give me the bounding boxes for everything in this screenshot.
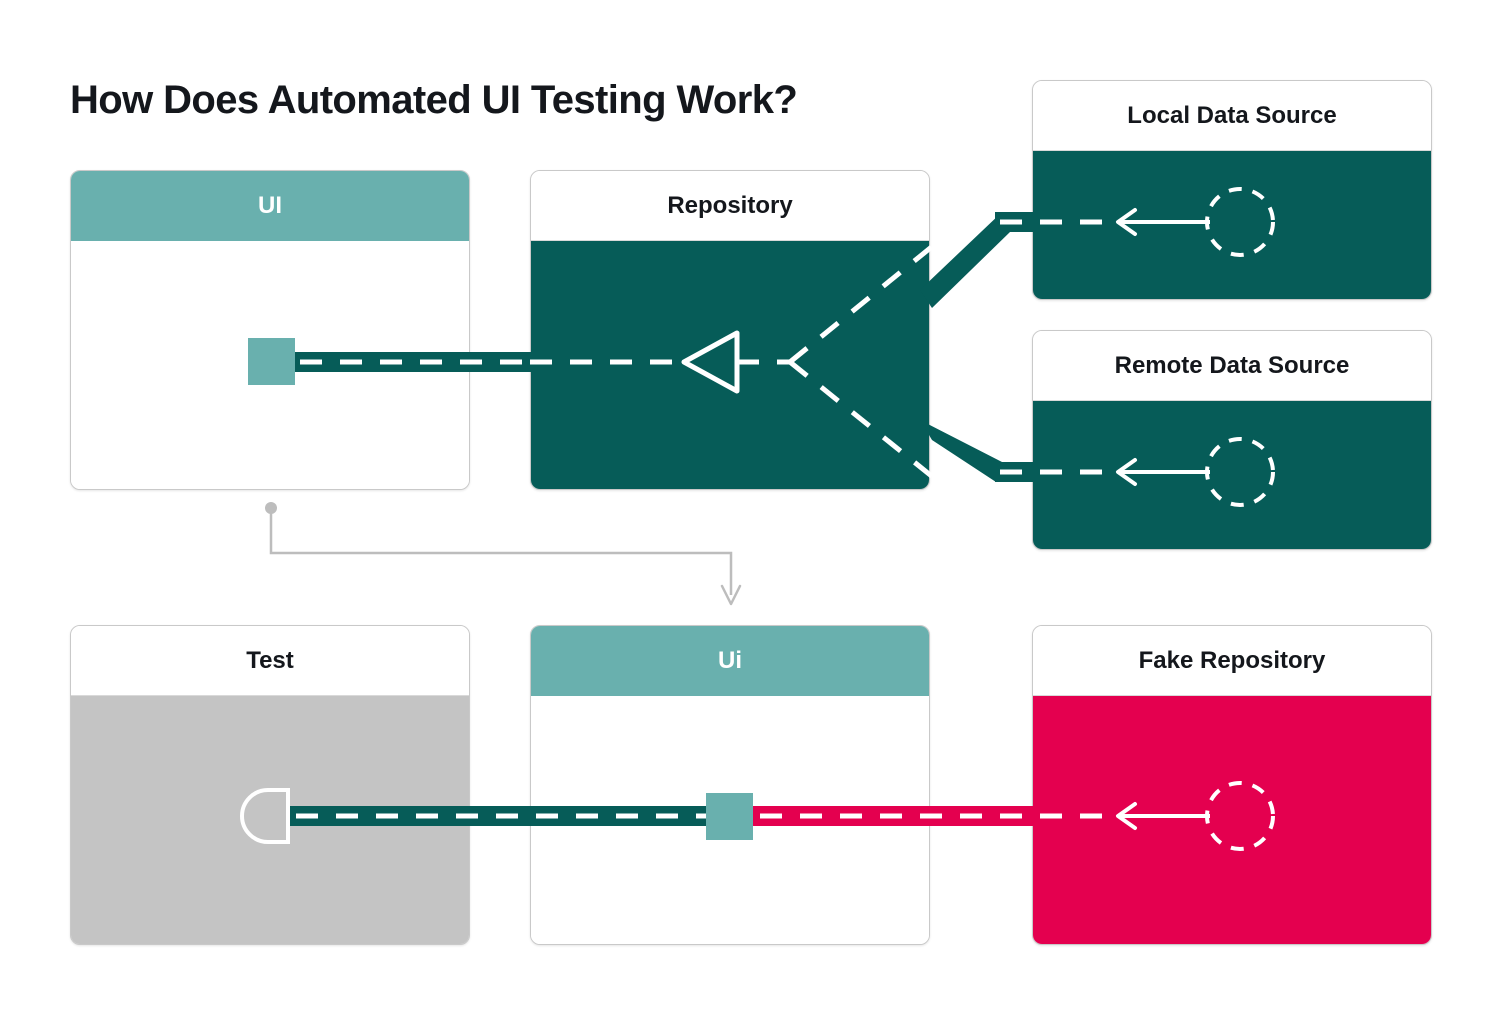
- card-local-data-source-title: Local Data Source: [1033, 81, 1431, 151]
- card-test[interactable]: Test: [70, 625, 470, 945]
- dot-icon: [265, 502, 277, 514]
- card-ui2-title: Ui: [531, 626, 929, 696]
- card-ui-title: UI: [71, 171, 469, 241]
- card-fake-repository-title: Fake Repository: [1033, 626, 1431, 696]
- card-fake-repository[interactable]: Fake Repository: [1032, 625, 1432, 945]
- card-repository-title: Repository: [531, 171, 929, 241]
- connector-ui-to-ui2-flow: [265, 502, 742, 606]
- card-ui[interactable]: UI: [70, 170, 470, 490]
- card-repository[interactable]: Repository: [530, 170, 930, 490]
- card-remote-data-source-title: Remote Data Source: [1033, 331, 1431, 401]
- page-title: How Does Automated UI Testing Work?: [70, 78, 798, 122]
- card-repository-body: [531, 241, 929, 489]
- card-local-data-source[interactable]: Local Data Source: [1032, 80, 1432, 300]
- card-remote-data-source[interactable]: Remote Data Source: [1032, 330, 1432, 550]
- card-remote-data-source-body: [1033, 401, 1431, 549]
- square-connector-icon-ui2: [706, 793, 753, 840]
- card-test-title: Test: [71, 626, 469, 696]
- card-fake-repository-body: [1033, 696, 1431, 944]
- square-connector-icon-ui: [248, 338, 295, 385]
- card-local-data-source-body: [1033, 151, 1431, 299]
- arrow-down-icon: [720, 584, 742, 606]
- card-test-body: [71, 696, 469, 944]
- card-ui2[interactable]: Ui: [530, 625, 930, 945]
